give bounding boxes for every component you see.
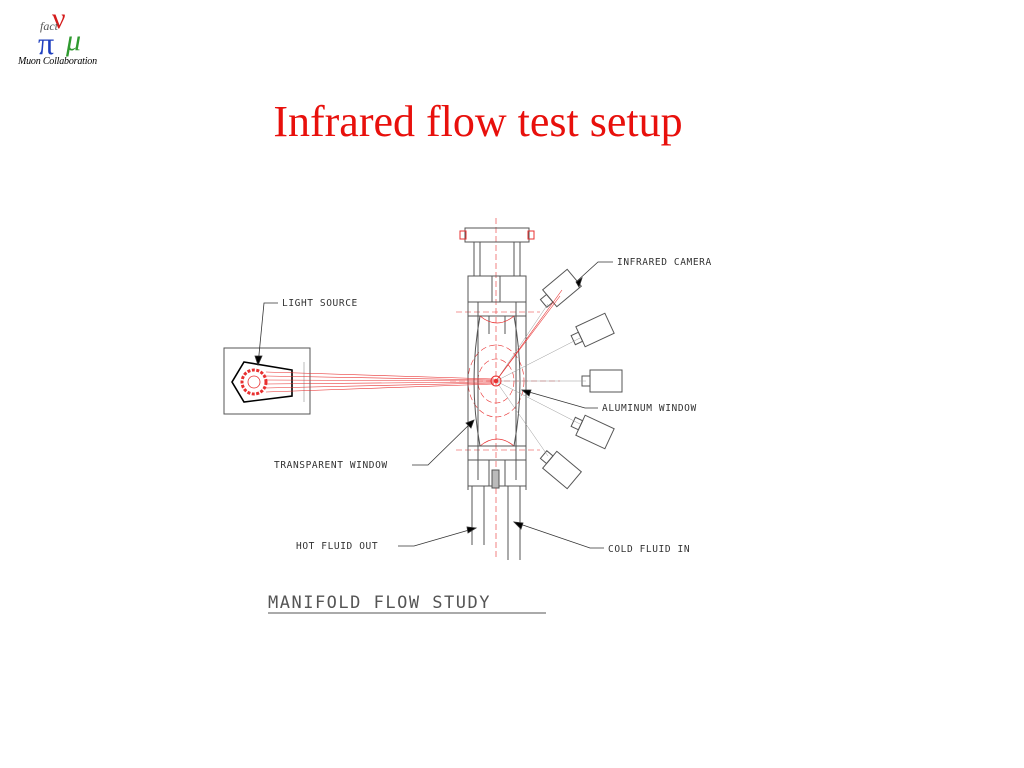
infrared-camera-positions [539, 268, 623, 490]
camera-sight-lines [495, 303, 586, 457]
logo-caption: Muon Collaboration [18, 56, 97, 67]
logo-fact-text: fact [40, 19, 59, 33]
diagram-caption: MANIFOLD FLOW STUDY [268, 593, 491, 613]
nufact-logo: ν fact π μ [38, 4, 81, 61]
logo-mu-glyph: μ [65, 24, 81, 57]
camera-4 [570, 414, 615, 450]
light-beams [265, 289, 563, 393]
logo-nu-glyph: ν [52, 4, 66, 35]
construction-lines [450, 218, 560, 560]
label-transparent-window: TRANSPARENT WINDOW [274, 460, 388, 471]
camera-2 [570, 312, 615, 348]
label-light-source: LIGHT SOURCE [282, 298, 358, 309]
label-cold-fluid-in: COLD FLUID IN [608, 544, 690, 555]
page-title: Infrared flow test setup [273, 97, 683, 146]
camera-1 [539, 268, 583, 308]
camera-5 [539, 450, 583, 490]
logo-pi-glyph: π [38, 25, 54, 61]
light-source-assembly [223, 347, 311, 415]
label-aluminum-window: ALUMINUM WINDOW [602, 403, 697, 414]
label-infrared-camera: INFRARED CAMERA [617, 257, 712, 268]
label-hot-fluid-out: HOT FLUID OUT [296, 541, 378, 552]
callout-leaders [254, 261, 613, 549]
camera-3 [581, 369, 623, 393]
